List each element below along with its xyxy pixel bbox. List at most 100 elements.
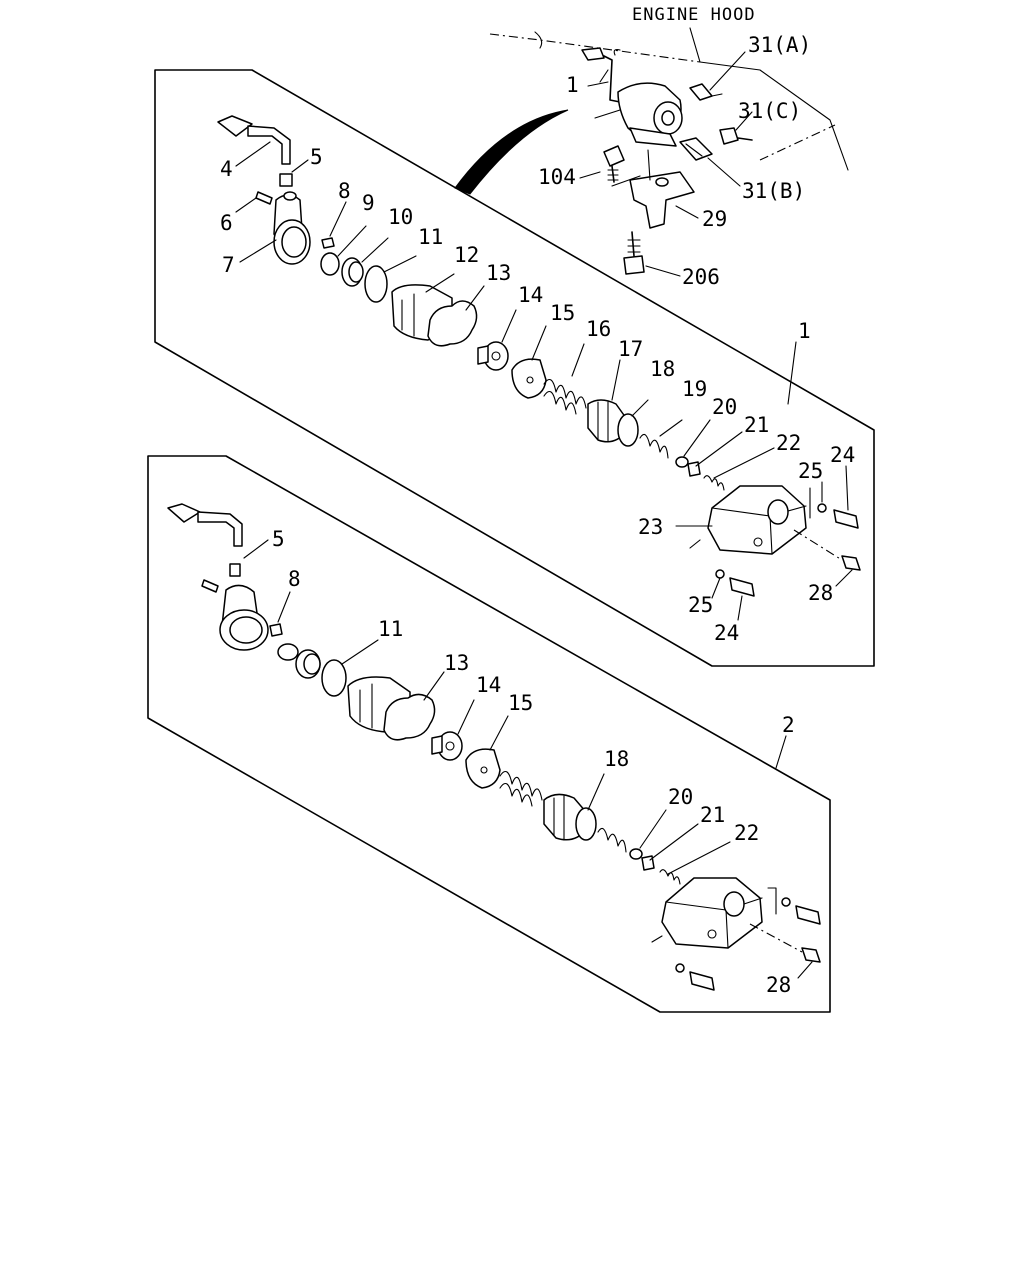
- label-21-lower: 21: [700, 803, 725, 827]
- base-lower: [661, 877, 763, 949]
- label-13: 13: [486, 261, 511, 285]
- label-31c: 31(C): [738, 99, 801, 123]
- spring-19: [639, 433, 669, 459]
- plunger-14: [477, 341, 509, 371]
- spring-16: [543, 378, 587, 415]
- bolt-lower-a: [781, 897, 821, 925]
- label-23: 23: [638, 515, 663, 539]
- spring-lower: [499, 770, 543, 807]
- label-206: 206: [682, 265, 720, 289]
- label-5-lower: 5: [272, 527, 285, 551]
- spring-22: [703, 475, 725, 491]
- label-104: 104: [538, 165, 576, 189]
- part-8: [321, 237, 335, 249]
- gasket-13: [427, 300, 478, 347]
- part-5-lower: [229, 563, 241, 577]
- washer-20-lower: [629, 848, 643, 860]
- fitting-31c: [719, 127, 753, 145]
- control-switch-assembly: [581, 47, 683, 147]
- boot-17: [587, 399, 627, 443]
- label-21: 21: [744, 413, 769, 437]
- spring-19-lower: [597, 827, 627, 853]
- label-17: 17: [618, 337, 643, 361]
- oring-11: [364, 265, 388, 303]
- label-25-upper: 25: [798, 459, 823, 483]
- label-20-lower: 20: [668, 785, 693, 809]
- label-11: 11: [418, 225, 443, 249]
- label-11-lower: 11: [378, 617, 403, 641]
- boot-18-lower: [543, 793, 597, 841]
- label-9: 9: [362, 191, 375, 215]
- label-31a: 31(A): [748, 33, 811, 57]
- mounting-bracket: [611, 149, 695, 229]
- hood-outline-top: [489, 33, 701, 63]
- pointer-arrow: [454, 109, 569, 195]
- engine-hood-area: ENGINE HOOD: [454, 5, 849, 289]
- base-23: [707, 485, 807, 555]
- cup-15-lower: [465, 748, 501, 789]
- label-20: 20: [712, 395, 737, 419]
- bolt-lower-b: [675, 963, 715, 991]
- label-15: 15: [550, 301, 575, 325]
- spring-22-lower: [659, 869, 681, 885]
- label-28-lower: 28: [766, 973, 791, 997]
- label-5: 5: [310, 145, 323, 169]
- pin-6: [255, 191, 273, 205]
- assembly-1-frame: [154, 69, 875, 667]
- label-31b: 31(B): [742, 179, 805, 203]
- pin-lower: [201, 579, 219, 593]
- bolt-24-upper: [817, 503, 859, 529]
- assembly-2-label: 2: [782, 713, 795, 737]
- ring-18: [617, 413, 639, 447]
- housing-7: [273, 191, 311, 265]
- label-13-lower: 13: [444, 651, 469, 675]
- pin-28-upper: [841, 555, 861, 571]
- lever-lower: [167, 503, 243, 547]
- lever-4: [217, 115, 291, 165]
- assembly-2: 2: [147, 455, 831, 1013]
- label-22-lower: 22: [734, 821, 759, 845]
- label-16: 16: [586, 317, 611, 341]
- label-10: 10: [388, 205, 413, 229]
- washer-lower: [277, 643, 299, 661]
- cup-15: [511, 358, 547, 399]
- label-top-1: 1: [566, 73, 579, 97]
- label-14: 14: [518, 283, 543, 307]
- housing-lower: [219, 584, 269, 651]
- part-5: [279, 173, 293, 187]
- nut-lower: [295, 649, 321, 679]
- assembly-2-frame: [147, 455, 831, 1013]
- plunger-14-lower: [431, 731, 463, 761]
- nut-10: [341, 257, 364, 287]
- label-8-lower: 8: [288, 567, 301, 591]
- assembly-1: 1: [154, 69, 875, 667]
- label-25-lower: 25: [688, 593, 713, 617]
- label-12: 12: [454, 243, 479, 267]
- engine-hood-label: ENGINE HOOD: [632, 5, 756, 25]
- bolt-104: [603, 145, 625, 183]
- label-19: 19: [682, 377, 707, 401]
- label-8: 8: [338, 179, 351, 203]
- label-24-upper: 24: [830, 443, 855, 467]
- label-7: 7: [222, 253, 235, 277]
- label-6: 6: [220, 211, 233, 235]
- label-15-lower: 15: [508, 691, 533, 715]
- fitting-31b: [679, 137, 713, 161]
- label-18: 18: [650, 357, 675, 381]
- label-29: 29: [702, 207, 727, 231]
- hood-outline-right: [689, 27, 849, 171]
- label-14-lower: 14: [476, 673, 501, 697]
- bolt-24-lower: [715, 569, 755, 597]
- label-24-lower: 24: [714, 621, 739, 645]
- label-18-lower: 18: [604, 747, 629, 771]
- washer-20: [675, 456, 689, 468]
- fitting-206: [623, 231, 645, 275]
- washer-9: [320, 252, 340, 276]
- oring-11-lower: [321, 659, 347, 697]
- gasket-13-lower: [383, 693, 436, 741]
- label-4: 4: [220, 157, 233, 181]
- label-28-upper: 28: [808, 581, 833, 605]
- label-22: 22: [776, 431, 801, 455]
- part-8-lower: [269, 623, 283, 637]
